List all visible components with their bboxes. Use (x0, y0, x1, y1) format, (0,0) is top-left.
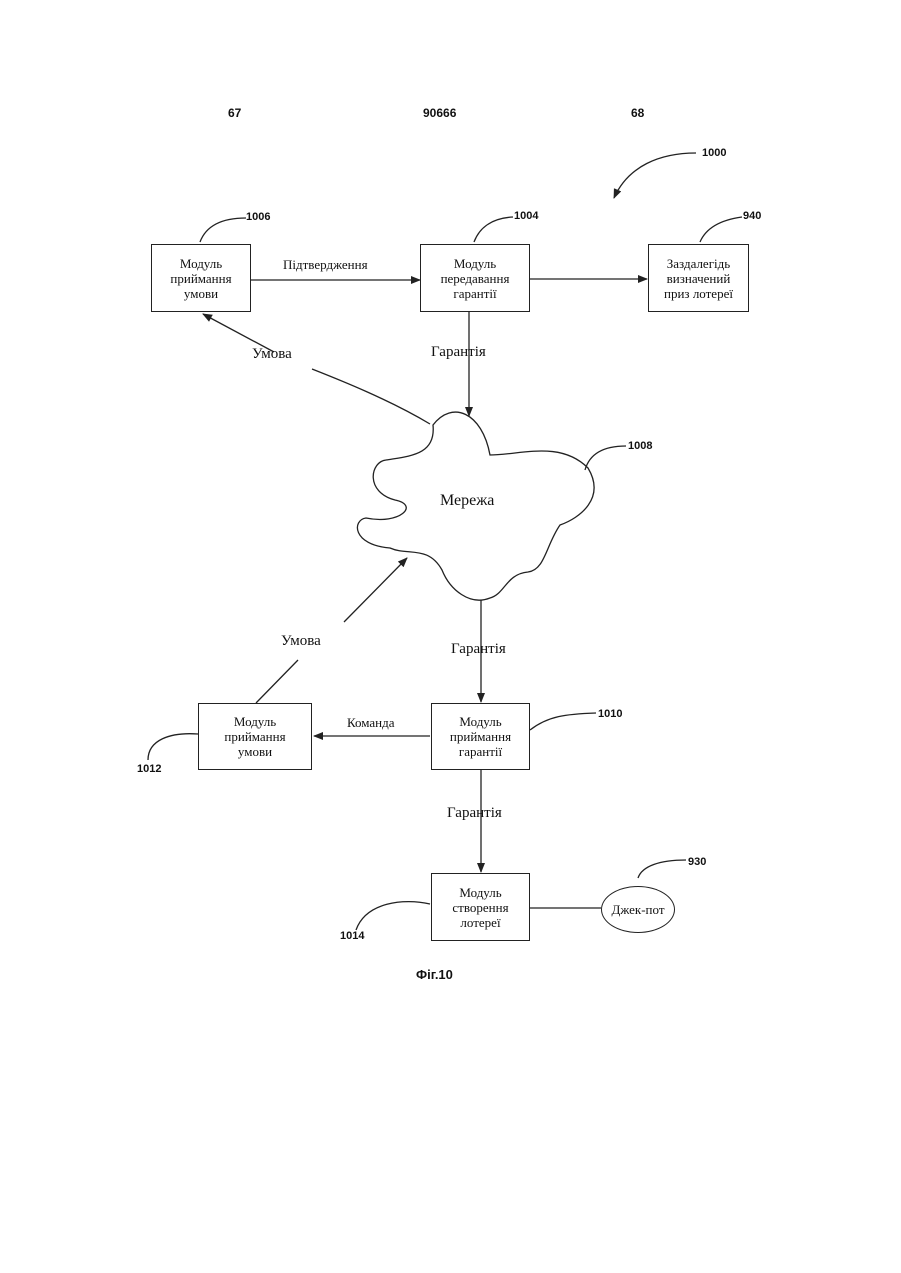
network-label: Мережа (440, 492, 494, 510)
lottery-creator-box: Модуль створення лотереї (431, 873, 530, 941)
condition-top-line (312, 369, 430, 424)
ref-1010: 1010 (598, 708, 622, 720)
ref-leader-1008 (585, 446, 626, 470)
guarantee-receiver-box: Модуль приймання гарантії (431, 703, 530, 770)
ref-leader-1014 (356, 902, 430, 930)
ref-leader-1006 (200, 218, 246, 242)
ref-leader-930 (638, 860, 686, 878)
condition-receiver-bottom-box: Модуль приймання умови (198, 703, 312, 770)
guarantee-mid-label: Гарантія (451, 641, 506, 658)
figure-caption: Фіг.10 (416, 967, 453, 982)
condition-bottom-arrow (344, 558, 407, 622)
ref-1000: 1000 (702, 147, 726, 159)
ref-1014: 1014 (340, 930, 364, 942)
jackpot-oval: Джек-пот (601, 886, 675, 933)
ref-leader-1012 (148, 734, 198, 760)
guarantee-top-label: Гарантія (431, 344, 486, 361)
ref-1004: 1004 (514, 210, 538, 222)
command-label: Команда (347, 715, 395, 731)
ref-1006: 1006 (246, 211, 270, 223)
condition-receiver-top-box: Модуль приймання умови (151, 244, 251, 312)
figure-ref-leader (614, 153, 696, 198)
condition-bottom-label: Умова (281, 633, 321, 650)
ref-1008: 1008 (628, 440, 652, 452)
confirmation-label: Підтвердження (283, 257, 368, 273)
ref-930: 930 (688, 856, 706, 868)
ref-leader-940 (700, 217, 742, 242)
guarantee-bottom-label: Гарантія (447, 805, 502, 822)
condition-top-label: Умова (252, 346, 292, 363)
guarantee-transmitter-box: Модуль передавання гарантії (420, 244, 530, 312)
ref-leader-1010 (530, 713, 596, 730)
ref-1012: 1012 (137, 763, 161, 775)
lottery-prize-box: Заздалегідь визначений приз лотереї (648, 244, 749, 312)
ref-leader-1004 (474, 217, 513, 242)
ref-940: 940 (743, 210, 761, 222)
condition-bottom-line (256, 660, 298, 703)
